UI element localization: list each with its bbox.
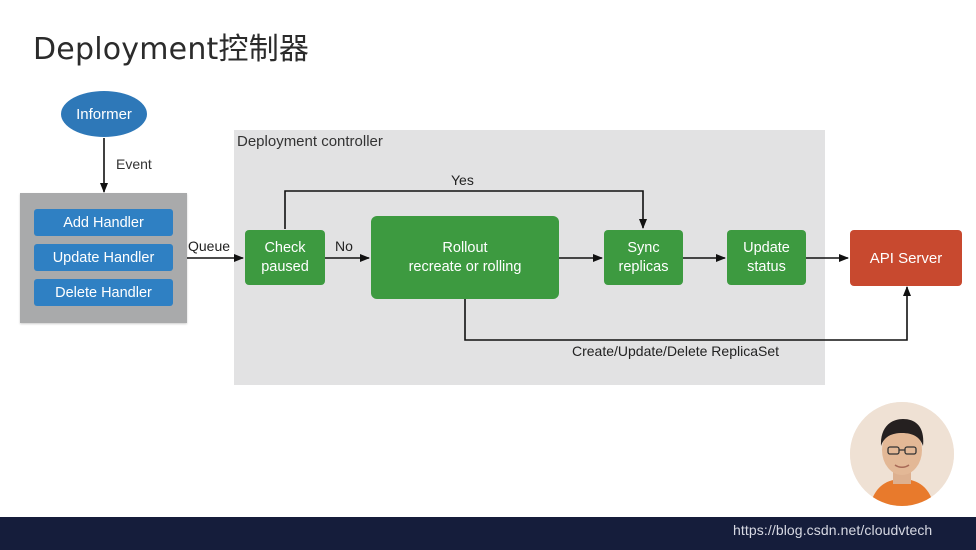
event-handlers-panel: Add Handler Update Handler Delete Handle… <box>20 193 187 323</box>
queue-edge-label: Queue <box>188 238 231 254</box>
api-server-label: API Server <box>869 249 943 267</box>
yes-arrow <box>284 190 647 229</box>
replicaset-edge-label: Create/Update/Delete ReplicaSet <box>572 343 780 359</box>
update-status-node: Update status <box>727 230 806 285</box>
informer-node: Informer <box>61 91 147 137</box>
event-edge-label: Event <box>116 156 152 172</box>
delete-handler-node: Delete Handler <box>34 279 173 306</box>
sync-replicas-node: Sync replicas <box>604 230 683 285</box>
rollout-node: Rollout recreate or rolling <box>371 216 559 299</box>
api-server-node: API Server <box>850 230 962 286</box>
replicaset-arrow <box>464 286 911 341</box>
source-watermark: https://blog.csdn.net/cloudvtech <box>733 522 933 538</box>
presenter-avatar-illustration <box>850 402 954 506</box>
no-edge-label: No <box>335 238 353 254</box>
add-handler-node: Add Handler <box>34 209 173 236</box>
page-title: Deployment控制器 <box>33 32 310 67</box>
update-handler-node: Update Handler <box>34 244 173 271</box>
deployment-controller-label: Deployment controller <box>237 133 383 150</box>
check-paused-node: Check paused <box>245 230 325 285</box>
yes-edge-label: Yes <box>451 172 474 188</box>
footer-bar <box>0 517 976 550</box>
presenter-avatar <box>850 402 954 506</box>
informer-label: Informer <box>76 105 132 123</box>
